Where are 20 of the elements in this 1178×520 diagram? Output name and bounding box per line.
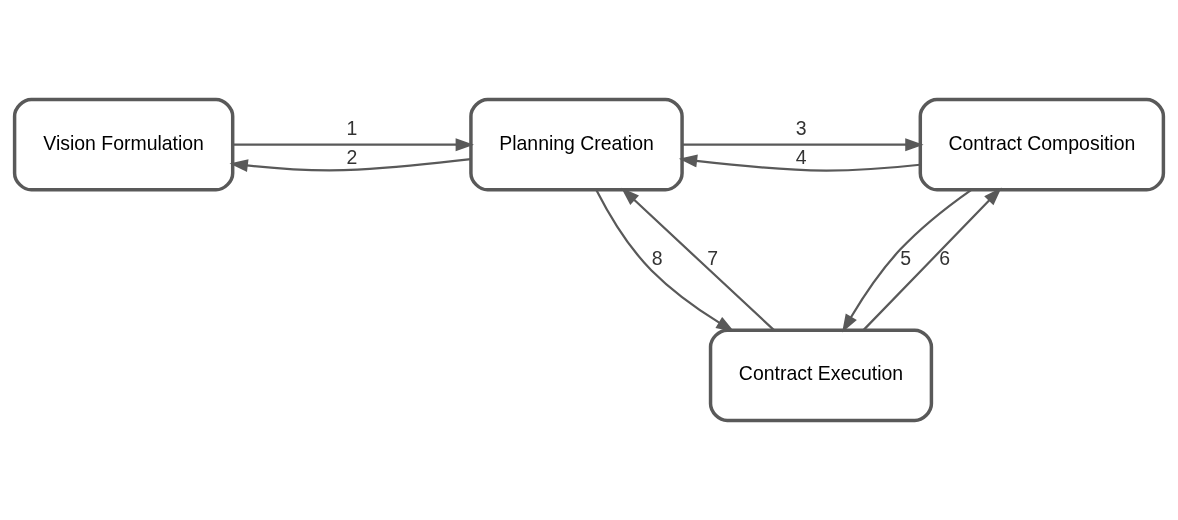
arrow [678, 154, 921, 172]
arrow [595, 189, 735, 332]
arrow [842, 189, 972, 333]
arrow [862, 187, 1002, 331]
edge-label: 6 [939, 247, 951, 270]
node-box: Contract Execution [708, 328, 934, 423]
edge-label: 7 [707, 247, 719, 270]
edge-label: 2 [346, 146, 358, 169]
edge-label: 4 [795, 146, 807, 169]
node-box: Vision Formulation [12, 97, 235, 192]
arrow [233, 138, 474, 152]
node-box: Planning Creation [469, 97, 684, 192]
edge-label: 5 [900, 247, 912, 270]
arrow [682, 138, 924, 152]
edge-label: 3 [795, 117, 807, 140]
arrow [621, 187, 775, 331]
node-box: Contract Composition [918, 97, 1166, 192]
edge-label: 8 [651, 247, 663, 270]
edge-label: 1 [346, 117, 358, 140]
arrow [229, 158, 471, 172]
